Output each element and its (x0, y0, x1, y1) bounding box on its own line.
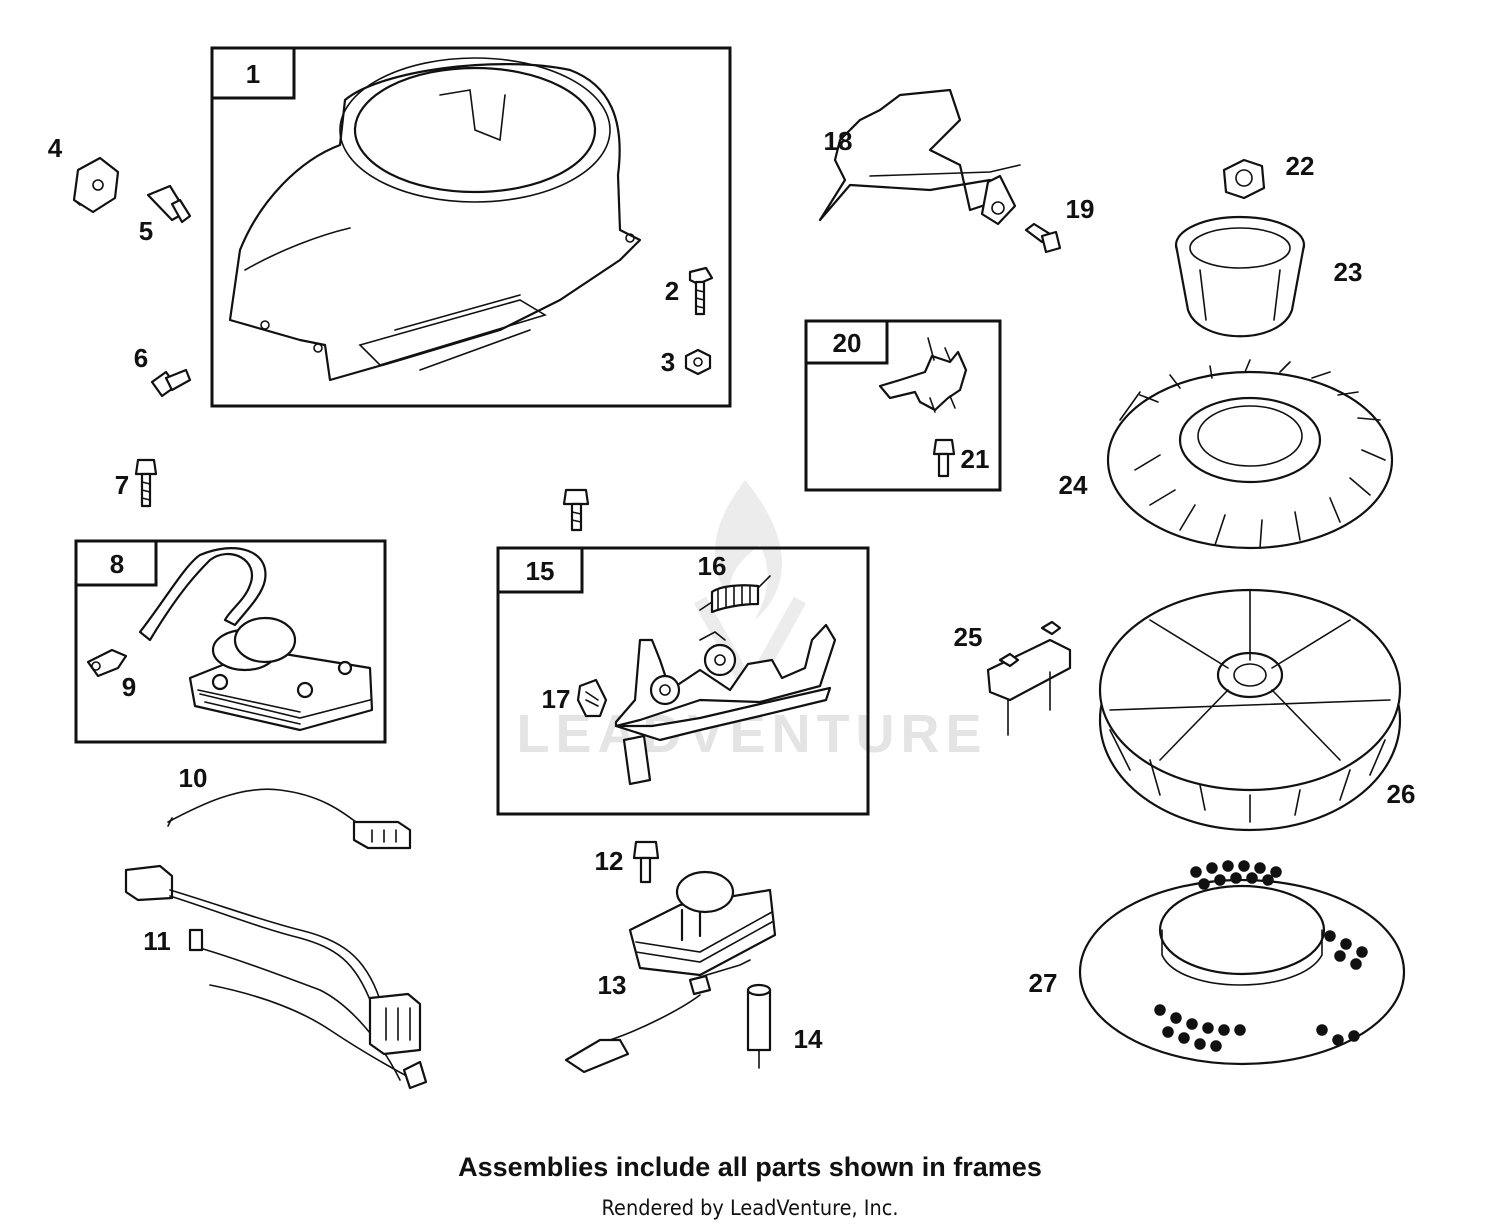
callout-5: 5 (139, 216, 153, 246)
callout-7: 7 (115, 470, 129, 500)
callout-20: 20 (833, 328, 862, 358)
callout-24: 24 (1059, 470, 1088, 500)
callout-2: 2 (665, 276, 679, 306)
caption-sub: Rendered by LeadVenture, Inc. (601, 1196, 899, 1220)
callout-15: 15 (526, 556, 555, 586)
spacer-14 (746, 983, 772, 1069)
bolt-6 (150, 368, 192, 398)
module-13 (564, 870, 777, 1074)
callout-22: 22 (1286, 151, 1315, 181)
nut-3 (684, 348, 712, 376)
clip-17 (576, 678, 608, 718)
shield-18 (818, 88, 1021, 226)
callout-8: 8 (110, 549, 124, 579)
terminal-9 (86, 648, 128, 678)
callout-9: 9 (122, 672, 136, 702)
caption-main: Assemblies include all parts shown in fr… (458, 1152, 1042, 1182)
callout-3: 3 (661, 347, 675, 377)
callout-14: 14 (794, 1024, 823, 1054)
bolt-2 (688, 266, 714, 316)
bolt-19 (1024, 222, 1062, 254)
callout-23: 23 (1334, 257, 1363, 287)
screw-21 (932, 438, 956, 478)
callout-13: 13 (598, 970, 627, 1000)
callout-11: 11 (143, 926, 171, 956)
callout-26: 26 (1387, 779, 1416, 809)
frame-15-control-bracket (496, 546, 870, 816)
watermark: LEADVENTURE (516, 480, 982, 764)
screw-7 (134, 458, 158, 508)
frame-8-ignition-armature (74, 539, 387, 744)
callout-19: 19 (1066, 194, 1095, 224)
clip-4 (72, 156, 120, 214)
callout-21: 21 (961, 444, 990, 474)
screen-27 (1078, 860, 1406, 1066)
screw-12 (632, 840, 660, 884)
screw-above-15 (562, 488, 590, 532)
callout-12: 12 (595, 846, 624, 876)
frame-1-blower-housing (210, 46, 732, 408)
flywheel-26 (1098, 588, 1402, 832)
cup-23 (1174, 215, 1306, 338)
callout-17: 17 (542, 684, 571, 714)
callout-18: 18 (824, 126, 853, 156)
callout-27: 27 (1029, 968, 1058, 998)
callout-6: 6 (134, 343, 148, 373)
wire-10 (167, 788, 412, 850)
fan-24 (1106, 359, 1394, 550)
screw-5 (146, 184, 192, 224)
nut-22 (1222, 158, 1266, 200)
callout-4: 4 (48, 133, 63, 163)
callout-25: 25 (954, 622, 983, 652)
callout-10: 10 (179, 763, 208, 793)
callout-1: 1 (246, 59, 260, 89)
frame-20-bracket (804, 319, 1002, 492)
harness-11 (124, 864, 428, 1090)
bracket-25 (986, 620, 1072, 736)
callout-16: 16 (698, 551, 727, 581)
